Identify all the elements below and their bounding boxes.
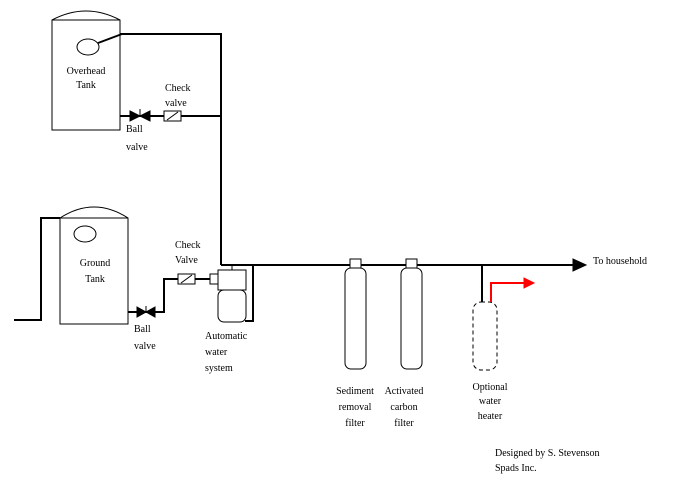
check-valve-top-label-line2: valve	[165, 98, 187, 109]
ball-valve-bottom-label-line2: valve	[134, 341, 156, 352]
check-valve-bottom-label-line1: Check	[175, 240, 201, 251]
sediment-filter-label-line1: Sediment	[336, 386, 374, 397]
ball-valve-top-icon	[129, 109, 151, 122]
overhead-tank: Overhead Tank	[51, 10, 123, 131]
sediment-filter-label-line3: filter	[345, 418, 365, 429]
check-valve-top-icon	[163, 110, 182, 122]
sediment-filter-label-line2: removal	[339, 402, 372, 413]
credit-line2: Spads Inc.	[495, 463, 537, 474]
ball-valve-bottom-label-line1: Ball	[134, 324, 151, 335]
ground-tank-label-line2: Tank	[85, 274, 105, 285]
ball-valve-bottom-icon	[136, 306, 156, 318]
water-heater-label-line1: Optional	[473, 382, 508, 393]
check-valve-top-label-line1: Check	[165, 83, 191, 94]
pump-bypass-pipe	[245, 265, 254, 322]
check-valve-bottom-label-line2: Valve	[175, 255, 198, 266]
to-household-label: To household	[593, 256, 647, 267]
check-valve-bottom-icon	[177, 273, 196, 285]
overhead-tank-label-line1: Overhead	[67, 66, 106, 77]
ground-tank-float-icon	[73, 225, 97, 243]
carbon-filter	[400, 258, 423, 370]
sediment-filter-cap	[349, 258, 362, 269]
water-heater-dashed-outline	[472, 301, 498, 371]
automatic-water-system-label-line3: system	[205, 363, 233, 374]
carbon-filter-label-line1: Activated	[385, 386, 424, 397]
ball-valve-top-label-line2: valve	[126, 142, 148, 153]
automatic-water-system-icon	[209, 264, 247, 323]
ground-tank-inlet-pipe	[14, 217, 60, 321]
pump-motor	[217, 269, 247, 291]
pressure-tank	[217, 289, 247, 323]
automatic-water-system-label-line2: water	[205, 347, 228, 358]
carbon-filter-label-line3: filter	[394, 418, 414, 429]
carbon-filter-housing	[400, 267, 423, 370]
overhead-tank-label-line2: Tank	[76, 80, 96, 91]
carbon-filter-label-line2: carbon	[390, 402, 417, 413]
automatic-water-system-label-line1: Automatic	[205, 331, 248, 342]
ground-tank: Ground Tank	[59, 206, 129, 325]
water-heater-label-line3: heater	[478, 411, 503, 422]
credit-line1: Designed by S. Stevenson	[495, 448, 599, 459]
sediment-filter	[344, 258, 367, 370]
water-heater-label-line2: water	[479, 396, 502, 407]
carbon-filter-cap	[405, 258, 418, 269]
sediment-filter-housing	[344, 267, 367, 370]
ball-valve-top-label-line1: Ball	[126, 124, 143, 135]
flow-arrowhead-icon	[572, 258, 588, 272]
overhead-tank-float-icon	[76, 38, 100, 56]
ground-tank-label-line1: Ground	[80, 258, 111, 269]
ground-outlet-pipe	[128, 278, 214, 313]
overhead-inlet-pipe	[120, 33, 222, 265]
pump-inlet	[209, 273, 219, 285]
hot-water-pipe	[490, 282, 527, 302]
overhead-float-arm	[97, 33, 123, 44]
hot-water-arrowhead-icon	[523, 277, 536, 289]
